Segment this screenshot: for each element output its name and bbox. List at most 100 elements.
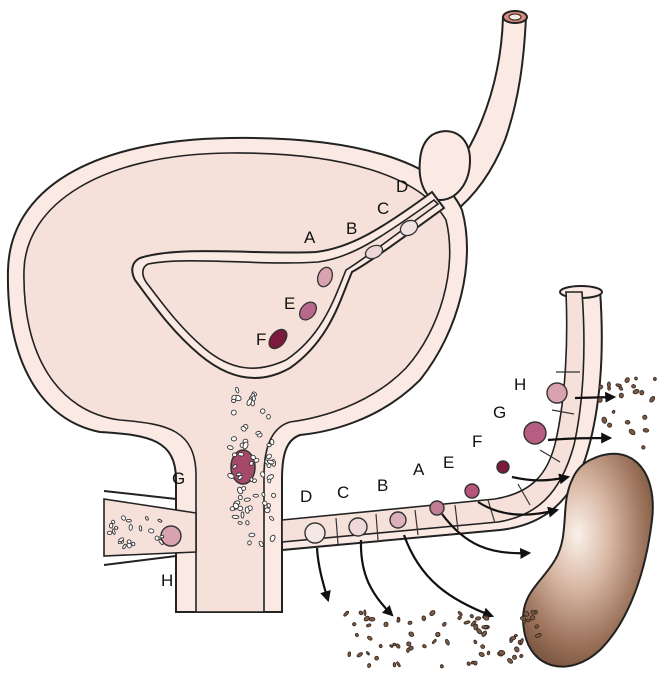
particle <box>429 610 436 617</box>
particle <box>157 518 163 523</box>
particle <box>232 464 238 469</box>
particle <box>642 414 648 420</box>
particle <box>519 638 524 645</box>
particle <box>266 459 275 465</box>
particle <box>237 521 243 525</box>
particle <box>519 616 527 621</box>
label-upper-e: E <box>284 294 295 313</box>
label-side-h: H <box>161 571 173 590</box>
particle <box>396 618 401 623</box>
particle <box>258 540 264 548</box>
particle <box>474 616 482 621</box>
particle <box>158 538 164 546</box>
particle <box>624 420 631 425</box>
particle <box>231 398 237 403</box>
scattered-particles <box>343 376 657 669</box>
particle <box>113 526 119 530</box>
particle <box>268 516 275 521</box>
particle <box>641 445 646 450</box>
bulb-swelling <box>418 130 472 202</box>
labels-side: G H <box>161 469 185 590</box>
particle <box>266 413 271 420</box>
cell-upper-a <box>316 266 334 288</box>
particle <box>235 472 242 477</box>
particle <box>378 644 383 649</box>
particle <box>482 615 490 621</box>
label-lower-a: A <box>413 460 425 479</box>
particle <box>237 494 243 501</box>
cell-upper-e <box>298 301 318 321</box>
particle <box>435 631 441 638</box>
particle <box>367 663 372 668</box>
particle <box>392 662 397 668</box>
particle <box>466 661 471 666</box>
particle <box>240 426 247 432</box>
particle <box>442 621 447 627</box>
particle <box>513 634 518 638</box>
particle <box>611 409 616 414</box>
particle <box>486 650 491 656</box>
neck-particles <box>227 386 277 548</box>
migration-arrows <box>315 391 617 619</box>
label-upper-f: F <box>256 330 266 349</box>
particle <box>358 610 364 616</box>
label-lower-g: G <box>493 403 506 422</box>
particle <box>534 624 539 629</box>
particle <box>121 515 127 521</box>
particle <box>457 611 463 616</box>
particle <box>478 651 485 658</box>
particle <box>106 530 113 536</box>
cell-tube-f <box>496 460 510 474</box>
cell-tube-h <box>546 382 568 404</box>
particle <box>266 503 271 508</box>
cell-tube-g <box>523 421 547 445</box>
particle <box>240 511 245 519</box>
particle <box>247 540 252 546</box>
particle <box>235 386 240 394</box>
particle <box>245 520 250 526</box>
side-duct-particles <box>106 515 165 550</box>
cell-upper-c <box>364 244 384 260</box>
label-upper-a: A <box>304 228 316 247</box>
particle <box>241 486 247 491</box>
particle <box>406 641 412 647</box>
particle <box>469 614 474 619</box>
label-lower-c: C <box>337 483 349 502</box>
particle <box>266 474 275 481</box>
particle <box>509 636 517 641</box>
side-duct-contents <box>106 515 182 550</box>
particle <box>396 661 401 668</box>
particle <box>237 475 243 480</box>
particle <box>261 492 266 497</box>
particle <box>383 621 389 628</box>
particle <box>266 443 272 448</box>
particle <box>481 624 489 630</box>
particle <box>259 408 266 414</box>
label-upper-d: D <box>396 177 408 196</box>
particle <box>507 658 514 664</box>
particle <box>634 376 638 381</box>
particle <box>111 519 116 525</box>
label-lower-d: D <box>300 487 312 506</box>
particle <box>406 647 410 653</box>
particle <box>392 642 397 647</box>
particle <box>480 644 486 649</box>
particle <box>343 610 350 617</box>
cell-tube-e <box>464 483 480 499</box>
particle <box>271 492 277 498</box>
particle <box>628 428 636 436</box>
cell-tube-c <box>348 517 368 537</box>
particle <box>523 611 530 617</box>
particle <box>122 543 127 550</box>
particle <box>624 377 630 383</box>
particle <box>421 615 427 622</box>
particle <box>145 516 149 521</box>
particle <box>389 644 394 648</box>
particle <box>529 615 536 621</box>
labels-lower: D C B A E F G H <box>300 375 526 506</box>
particle <box>246 398 253 406</box>
particle <box>252 493 259 498</box>
particle <box>519 653 524 659</box>
particle <box>512 654 517 660</box>
